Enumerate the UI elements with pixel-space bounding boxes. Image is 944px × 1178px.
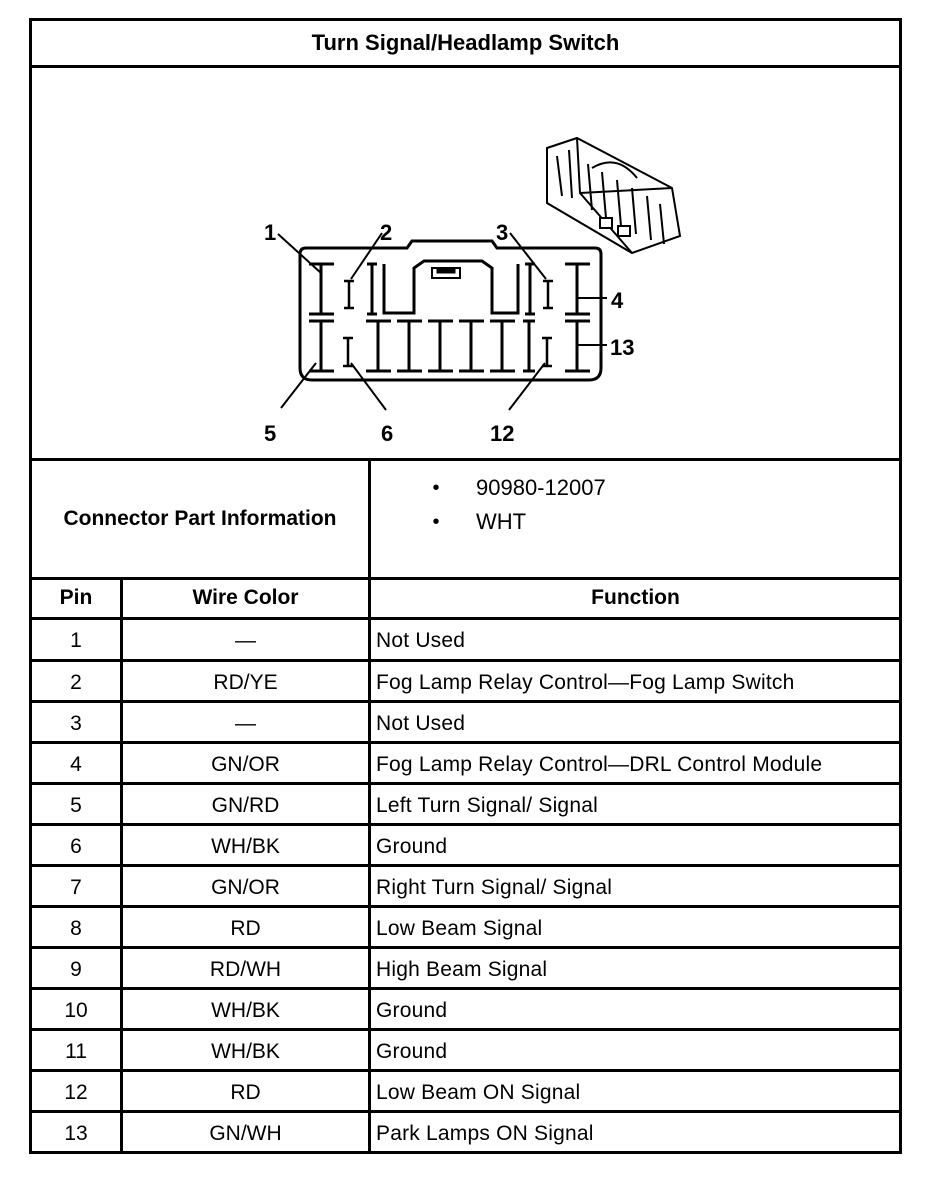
pin-function: High Beam Signal <box>376 957 548 981</box>
divider <box>32 782 899 785</box>
pin-label-13: 13 <box>610 335 634 360</box>
divider <box>32 617 899 620</box>
part-number: 90980-12007 <box>476 475 606 500</box>
pin-number: 4 <box>70 752 82 776</box>
pin-number: 6 <box>70 834 82 858</box>
connector-color: WHT <box>476 509 527 534</box>
pin-number: 10 <box>64 998 88 1022</box>
pin-function: Fog Lamp Relay Control—DRL Control Modul… <box>376 752 823 776</box>
pin-function: Left Turn Signal/ Signal <box>376 793 598 817</box>
wire-color: RD/WH <box>209 957 282 981</box>
connector-face <box>298 239 603 382</box>
list-item: • 90980-12007 <box>372 471 892 505</box>
wire-color: — <box>235 628 256 652</box>
connector-part-info-list: • 90980-12007 • WHT <box>372 471 892 539</box>
wire-color: — <box>235 711 256 735</box>
list-item: • WHT <box>372 505 892 539</box>
column-header-pin: Pin <box>59 586 93 609</box>
divider <box>32 577 899 580</box>
connector-sheet: Turn Signal/Headlamp Switch <box>29 18 902 1154</box>
connector-face-drawing: 1 2 3 4 5 6 12 13 <box>264 136 682 446</box>
table-row: 9 RD/WH High Beam Signal <box>32 949 899 990</box>
pin-function: Ground <box>376 834 448 858</box>
pin-number: 8 <box>70 916 82 940</box>
pin-function: Low Beam ON Signal <box>376 1080 581 1104</box>
divider <box>32 864 899 867</box>
pin-number: 7 <box>70 875 82 899</box>
pin-number: 3 <box>70 711 82 735</box>
page-title: Turn Signal/Headlamp Switch <box>311 30 620 55</box>
pin-label-2: 2 <box>380 220 392 245</box>
pin-function: Right Turn Signal/ Signal <box>376 875 613 899</box>
terminal-cavities-row-2 <box>309 319 590 373</box>
divider <box>32 458 899 461</box>
table-row: 3 — Not Used <box>32 703 899 744</box>
pin-label-3: 3 <box>496 220 508 245</box>
divider <box>32 700 899 703</box>
divider <box>32 1069 899 1072</box>
terminal-cavities-row-1 <box>309 262 590 316</box>
divider <box>32 905 899 908</box>
divider <box>32 1028 899 1031</box>
table-row: 7 GN/OR Right Turn Signal/ Signal <box>32 867 899 908</box>
pin-function: Ground <box>376 1039 448 1063</box>
wire-color: GN/RD <box>211 793 280 817</box>
wire-color: WH/BK <box>211 1039 280 1063</box>
pin-number: 9 <box>70 957 82 981</box>
column-header-wire-color: Wire Color <box>192 586 299 609</box>
connector-diagram: 1 2 3 4 5 6 12 13 <box>32 68 899 461</box>
table-row: 13 GN/WH Park Lamps ON Signal <box>32 1113 899 1154</box>
divider <box>368 461 371 577</box>
wire-color: RD <box>230 916 261 940</box>
connector-3d-sketch <box>546 136 682 255</box>
pin-number: 11 <box>65 1039 87 1063</box>
bullet-icon: • <box>432 476 440 499</box>
table-row: 1 — Not Used <box>32 620 899 661</box>
divider <box>32 987 899 990</box>
column-header-function: Function <box>591 586 680 609</box>
wire-color: RD/YE <box>213 670 278 694</box>
table-row: 10 WH/BK Ground <box>32 990 899 1031</box>
connector-part-info-label: Connector Part Information <box>63 507 337 530</box>
pin-label-12: 12 <box>490 421 514 446</box>
pin-label-1: 1 <box>264 220 276 245</box>
pin-function: Not Used <box>376 711 466 735</box>
pin-function: Ground <box>376 998 448 1022</box>
divider <box>32 823 899 826</box>
divider <box>32 65 899 68</box>
divider <box>32 1110 899 1113</box>
wire-color: GN/OR <box>211 752 280 776</box>
table-row: 5 GN/RD Left Turn Signal/ Signal <box>32 785 899 826</box>
pin-number: 5 <box>70 793 82 817</box>
wire-color: WH/BK <box>211 998 280 1022</box>
pin-number: 12 <box>64 1080 88 1104</box>
wire-color: WH/BK <box>211 834 280 858</box>
table-row: 11 WH/BK Ground <box>32 1031 899 1072</box>
table-row: 8 RD Low Beam Signal <box>32 908 899 949</box>
table-row: 12 RD Low Beam ON Signal <box>32 1072 899 1113</box>
pin-leader-lines <box>277 232 607 411</box>
pin-label-4: 4 <box>611 288 624 313</box>
pin-label-6: 6 <box>381 421 393 446</box>
table-row: 6 WH/BK Ground <box>32 826 899 867</box>
pin-label-5: 5 <box>264 421 276 446</box>
pin-number: 1 <box>70 628 82 652</box>
pin-number: 2 <box>70 670 82 694</box>
divider <box>32 946 899 949</box>
pin-function: Park Lamps ON Signal <box>376 1121 594 1145</box>
wire-color: GN/WH <box>209 1121 282 1145</box>
bullet-icon: • <box>432 510 440 533</box>
wire-color: RD <box>230 1080 261 1104</box>
table-row: 4 GN/OR Fog Lamp Relay Control—DRL Contr… <box>32 744 899 785</box>
divider <box>32 741 899 744</box>
pin-function: Low Beam Signal <box>376 916 543 940</box>
wire-color: GN/OR <box>211 875 280 899</box>
divider <box>32 659 899 662</box>
pin-number: 13 <box>64 1121 88 1145</box>
pin-function: Not Used <box>376 628 466 652</box>
pin-function: Fog Lamp Relay Control—Fog Lamp Switch <box>376 670 795 694</box>
table-row: 2 RD/YE Fog Lamp Relay Control—Fog Lamp … <box>32 662 899 703</box>
